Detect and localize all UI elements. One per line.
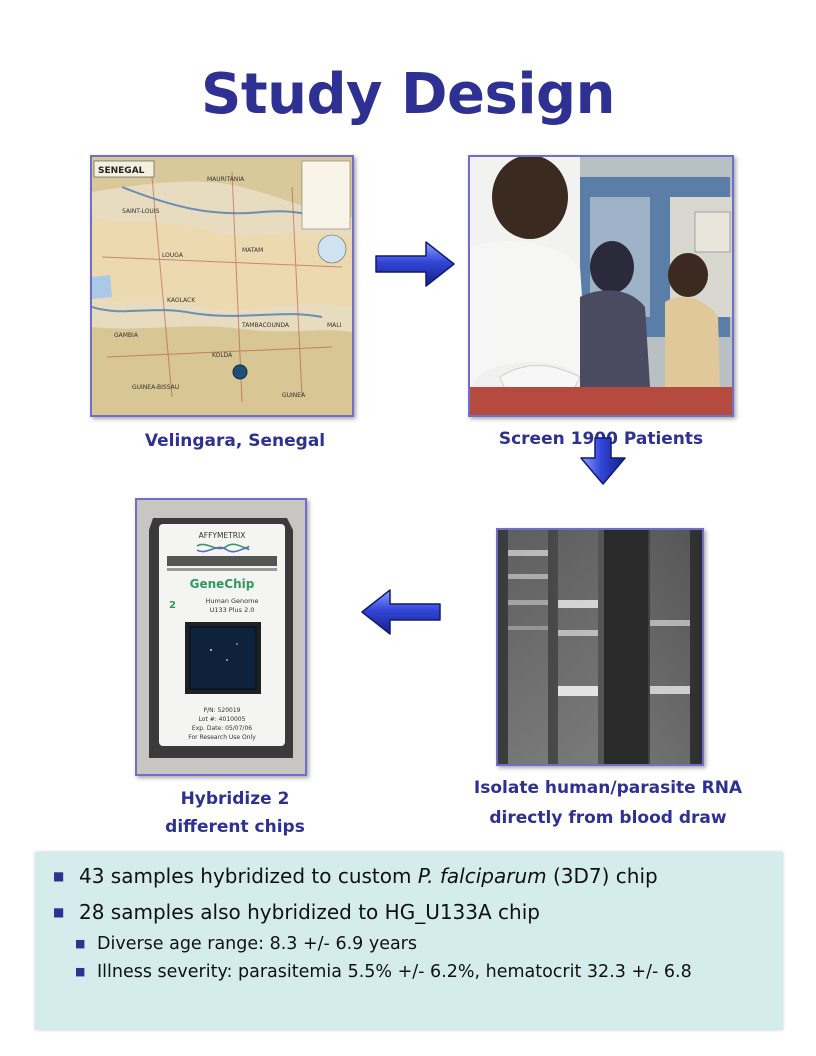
bullet-item: ■ 28 samples also hybridized to HG_U133A… xyxy=(45,894,777,930)
bullet-item: ■ 43 samples hybridized to custom P. fal… xyxy=(45,858,777,894)
map-region-label: GUINEA xyxy=(282,392,306,399)
chip-caption-line1: Hybridize 2 xyxy=(180,789,290,809)
rna-gel-photo xyxy=(496,528,704,766)
chip-product: GeneChip xyxy=(190,577,255,591)
map-region-label: KAOLACK xyxy=(167,297,196,304)
square-bullet-icon: ■ xyxy=(53,905,65,919)
square-bullet-icon: ■ xyxy=(75,937,86,950)
arrow-right-icon xyxy=(374,238,458,294)
chip-line1: Human Genome xyxy=(206,597,259,605)
map-caption: Velingara, Senegal xyxy=(144,431,326,451)
map-region-label: SAINT-LOUIS xyxy=(122,208,160,215)
slide-title: Study Design xyxy=(201,62,616,127)
arrow-left-icon xyxy=(358,586,442,642)
bullet-text: 43 samples hybridized to custom xyxy=(79,864,418,888)
rna-caption-line1: Isolate human/parasite RNA xyxy=(473,778,743,798)
bullet-text: (3D7) chip xyxy=(546,864,658,888)
sub-bullet-text: Diverse age range: 8.3 +/- 6.9 years xyxy=(97,934,417,954)
chip-exp: Exp. Date: 05/07/06 xyxy=(192,725,252,732)
map-region-label: GAMBIA xyxy=(114,332,139,339)
map-region-label: KOLDA xyxy=(212,352,233,359)
chip-lot: Lot #: 4010005 xyxy=(199,716,246,723)
chip-line2: U133 Plus 2.0 xyxy=(210,606,255,614)
map-region-label: LOUGA xyxy=(162,252,184,259)
sub-bullet-item: ■ Diverse age range: 8.3 +/- 6.9 years xyxy=(45,930,777,958)
square-bullet-icon: ■ xyxy=(53,869,65,883)
rna-caption-line2: directly from blood draw xyxy=(489,808,727,828)
bullet-italic-text: P. falciparum xyxy=(417,864,547,888)
svg-text:2: 2 xyxy=(169,600,176,611)
map-region-label: TAMBACOUNDA xyxy=(241,322,290,329)
summary-bullets-box: ■ 43 samples hybridized to custom P. fal… xyxy=(35,852,783,1030)
chip-pn: P/N: 520019 xyxy=(204,707,241,714)
chip-brand: AFFYMETRIX xyxy=(199,531,246,540)
map-region-label: MALI xyxy=(327,322,342,329)
map-region-label: MATAM xyxy=(242,247,263,254)
square-bullet-icon: ■ xyxy=(75,965,86,978)
chip-caption-line2: different chips xyxy=(165,817,305,837)
map-region-label: GUINEA-BISSAU xyxy=(132,384,179,391)
map-country-label: SENEGAL xyxy=(98,166,145,176)
genechip-photo: AFFYMETRIX GeneChip 2 Human Genome U133 … xyxy=(135,498,307,776)
sub-bullet-item: ■ Illness severity: parasitemia 5.5% +/-… xyxy=(45,958,777,986)
map-region-label: MAURITANIA xyxy=(207,176,245,183)
patient-screening-photo xyxy=(468,155,734,417)
senegal-map-image: SENEGAL MAURITANIA SAINT-LOUIS LOUGA MAT… xyxy=(90,155,354,417)
chip-research: For Research Use Only xyxy=(188,734,256,741)
sub-bullet-text: Illness severity: parasitemia 5.5% +/- 6… xyxy=(97,962,692,982)
arrow-down-icon xyxy=(577,436,629,490)
bullet-text: 28 samples also hybridized to HG_U133A c… xyxy=(79,900,540,924)
